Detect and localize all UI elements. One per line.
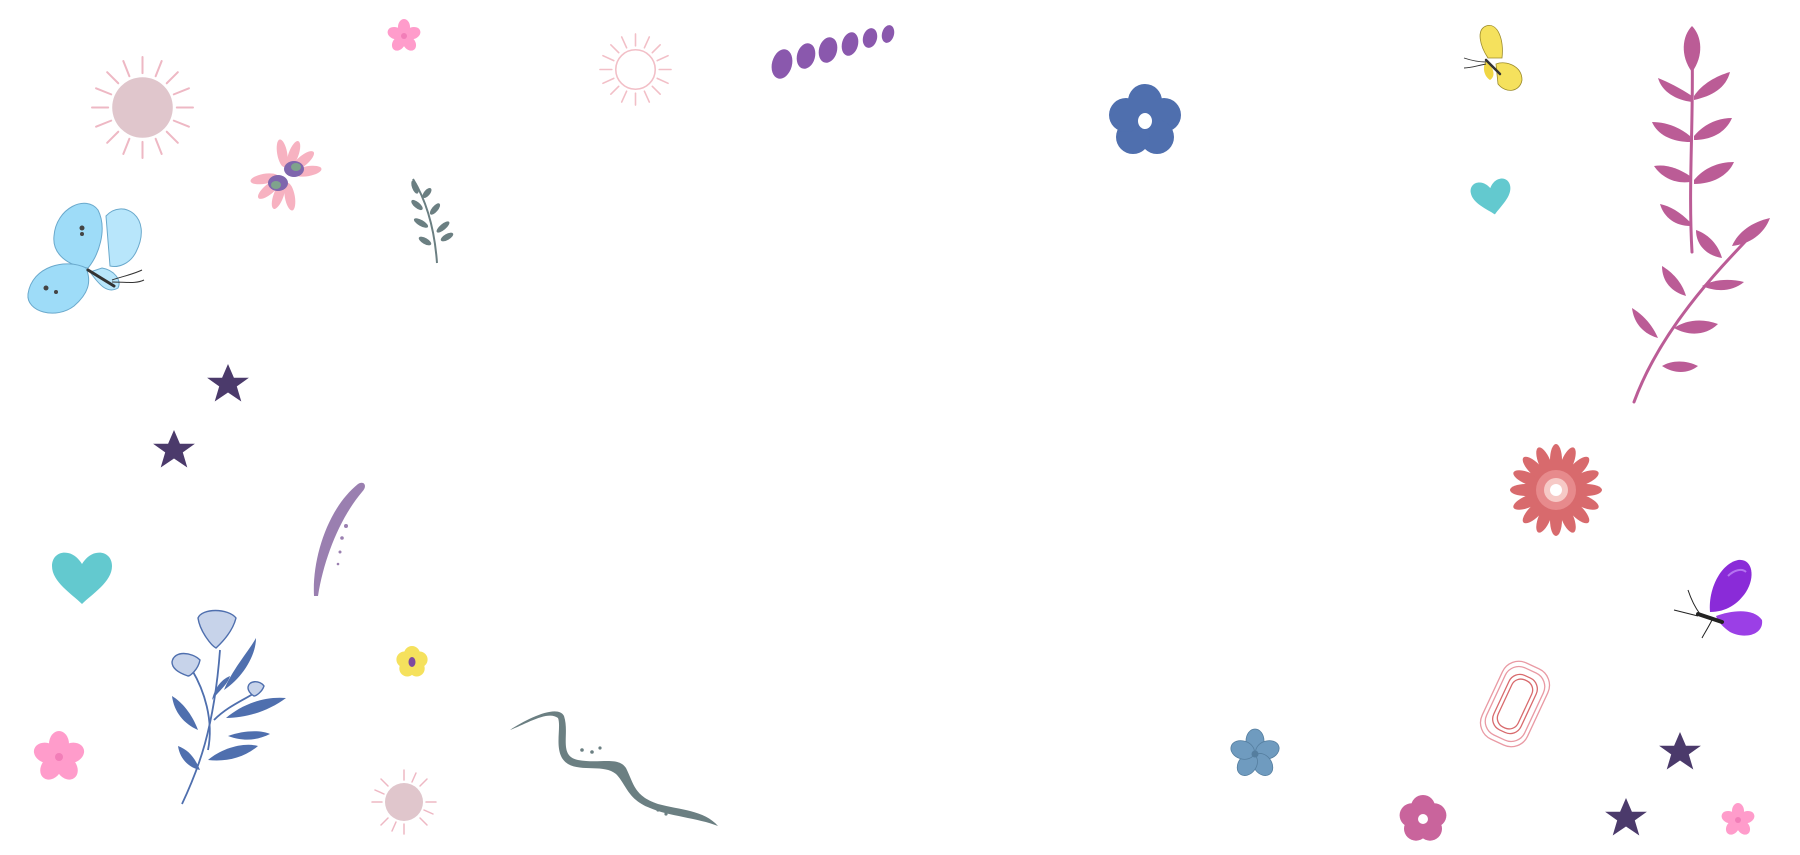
steel-flower-icon bbox=[1230, 728, 1280, 776]
star-icon bbox=[153, 430, 195, 468]
daisy-icon bbox=[1510, 444, 1602, 536]
butterfly-purple-icon bbox=[1673, 559, 1763, 639]
star-icon bbox=[207, 364, 249, 402]
sun-outline-icon bbox=[599, 33, 672, 106]
sun-icon bbox=[91, 56, 194, 159]
rose-flower-icon bbox=[1399, 795, 1447, 841]
frame-doodle-icon bbox=[1479, 660, 1551, 748]
star-icon bbox=[1659, 732, 1701, 770]
pink-flower-icon bbox=[387, 19, 421, 51]
pink-flower-icon bbox=[33, 731, 85, 780]
pink-flower-icon bbox=[1721, 803, 1755, 835]
sun-small-icon bbox=[371, 769, 437, 835]
fan-flower-icon bbox=[250, 139, 322, 211]
heart-icon bbox=[1470, 178, 1511, 215]
butterfly-yellow-icon bbox=[1463, 25, 1523, 91]
butterfly-icon bbox=[27, 202, 145, 314]
brush-stroke-icon bbox=[313, 482, 365, 596]
leaf-branch-icon bbox=[1632, 26, 1770, 404]
heart-icon bbox=[52, 552, 112, 604]
dots-row-icon bbox=[771, 25, 895, 79]
bluebell-branch-icon bbox=[171, 609, 286, 805]
yellow-flower-icon bbox=[396, 646, 428, 677]
sprig-icon bbox=[411, 178, 454, 264]
blue-flower-icon bbox=[1109, 84, 1181, 154]
wavy-line-icon bbox=[510, 711, 718, 826]
star-icon bbox=[1605, 798, 1647, 836]
